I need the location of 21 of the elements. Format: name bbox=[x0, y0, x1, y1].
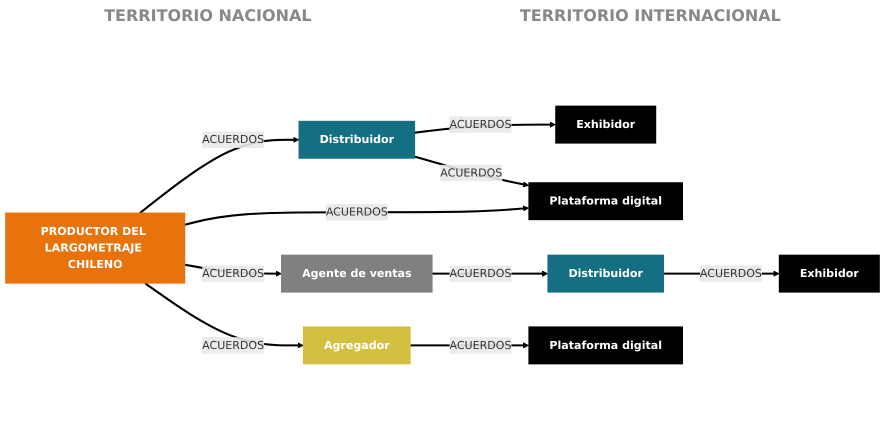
node-box: Distribuidor bbox=[298, 120, 416, 159]
region-heading: TERRITORIO NACIONAL bbox=[104, 6, 312, 24]
node-box: Distribuidor bbox=[547, 254, 664, 293]
edge-label: ACUERDOS bbox=[449, 118, 512, 131]
node-box: Agente de ventas bbox=[281, 254, 433, 293]
node-box: PRODUCTOR DEL LARGOMETRAJE CHILENO bbox=[5, 212, 186, 284]
node-box: Exhibidor bbox=[778, 254, 880, 293]
edge-label: ACUERDOS bbox=[449, 266, 512, 280]
edge-label: ACUERDOS bbox=[440, 166, 502, 180]
node-box: Plataforma digital bbox=[528, 326, 684, 364]
node-box: Exhibidor bbox=[555, 106, 656, 144]
node-box: Plataforma digital bbox=[528, 182, 684, 220]
edge-label: ACUERDOS bbox=[700, 266, 762, 280]
arrow bbox=[414, 156, 529, 188]
edge-label: ACUERDOS bbox=[202, 338, 264, 352]
edge-label: ACUERDOS bbox=[202, 132, 264, 146]
node-box: Agregador bbox=[302, 326, 411, 364]
edge-label: ACUERDOS bbox=[326, 205, 388, 218]
edge-label: ACUERDOS bbox=[449, 338, 512, 352]
region-heading: TERRITORIO INTERNACIONAL bbox=[520, 6, 781, 24]
edge-label: ACUERDOS bbox=[202, 266, 264, 280]
